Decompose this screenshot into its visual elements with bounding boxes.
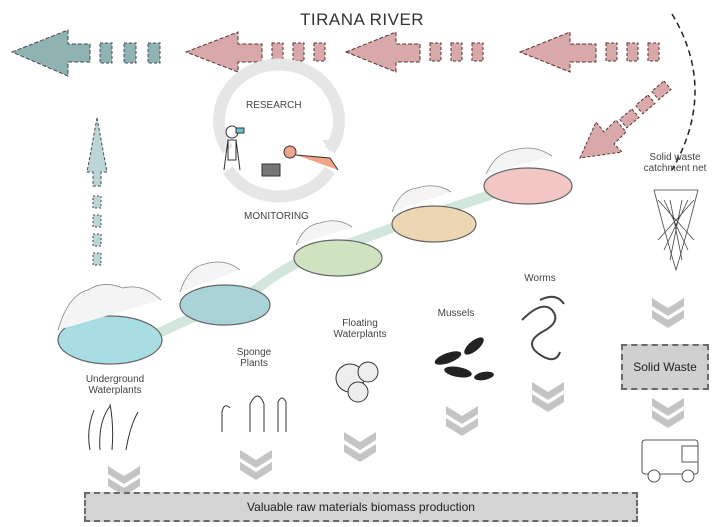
pond-green xyxy=(294,221,382,276)
upward-arrow-head xyxy=(87,118,107,186)
river-dashes-teal xyxy=(100,43,160,63)
label-floating-waterplants: Floating Waterplants xyxy=(328,318,392,340)
pond-pink xyxy=(484,148,572,204)
pond-teal xyxy=(180,262,270,325)
river-dashes-red-3 xyxy=(606,43,659,61)
river-arrow-head-red-2 xyxy=(346,32,420,72)
solid-waste-box: Solid Waste xyxy=(621,344,709,390)
pond-beige xyxy=(392,186,476,242)
river-arrow-head-red-3 xyxy=(520,32,596,72)
biomass-production-box: Valuable raw materials biomass productio… xyxy=(84,492,638,522)
chevron-down-icon xyxy=(340,428,380,466)
garbage-truck-icon xyxy=(642,440,698,482)
river-edge-curve xyxy=(672,14,695,170)
mussels-icon xyxy=(433,334,494,381)
chevron-down-icon xyxy=(442,402,482,440)
river-dashes-red-2 xyxy=(430,43,483,61)
chevron-down-icon xyxy=(648,394,688,432)
label-underground-waterplants: Underground Waterplants xyxy=(80,374,150,396)
label-mussels: Mussels xyxy=(436,308,476,319)
floating-waterplants-icon xyxy=(336,362,378,402)
worms-icon xyxy=(522,297,564,359)
chevron-down-icon xyxy=(236,446,276,484)
sponge-plants-icon xyxy=(222,396,286,432)
river-dashes-red-1 xyxy=(272,43,325,61)
researcher-with-binoculars xyxy=(224,126,244,170)
chevron-down-icon xyxy=(528,378,568,416)
cycle-label-research: RESEARCH xyxy=(246,100,302,111)
catchment-net-label: Solid waste catchment net xyxy=(633,152,717,174)
underground-waterplants-icon xyxy=(89,404,138,450)
page-title: TIRANA RIVER xyxy=(300,10,424,30)
catchment-net-icon xyxy=(654,190,698,270)
river-arrow-head-teal xyxy=(12,30,90,76)
pond-blue xyxy=(58,284,162,364)
label-worms: Worms xyxy=(520,273,560,284)
chevron-down-icon xyxy=(648,294,688,332)
upward-arrow-dashes xyxy=(93,196,101,265)
label-sponge-plants: Sponge Plants xyxy=(226,347,282,369)
inlet-arrow xyxy=(580,81,671,158)
cycle-label-monitoring: MONITORING xyxy=(244,211,309,222)
